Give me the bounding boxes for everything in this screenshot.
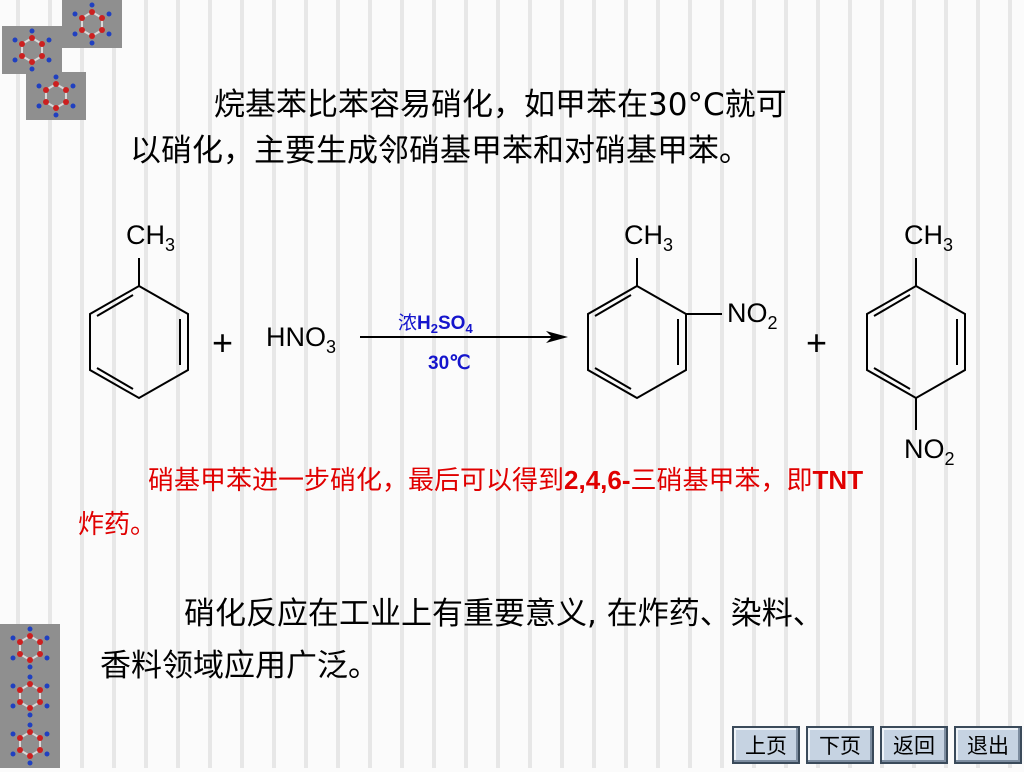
molecule-decoration-icon xyxy=(0,624,60,672)
ortho-product-no2-label: NO2 xyxy=(727,298,778,333)
para-nitrotoluene-ring xyxy=(866,258,966,430)
exit-button[interactable]: 退出 xyxy=(954,726,1022,764)
toluene-ch3-label: CH3 xyxy=(126,220,176,255)
molecule-decoration-icon xyxy=(62,0,122,48)
condition-temperature: 30℃ xyxy=(428,353,471,374)
prev-page-button[interactable]: 上页 xyxy=(732,726,800,764)
para-product-ch3-label: CH3 xyxy=(904,220,954,255)
molecule-decoration-icon xyxy=(26,72,86,120)
intro-line-2: 以硝化，主要生成邻硝基甲苯和对硝基甲苯。 xyxy=(130,133,750,169)
intro-line-1: 烷基苯比苯容易硝化，如甲苯在30°C就可 xyxy=(214,87,787,123)
application-line-1: 硝化反应在工业上有重要意义, 在炸药、染料、 xyxy=(184,596,824,632)
next-page-button[interactable]: 下页 xyxy=(806,726,874,764)
ortho-nitrotoluene-ring xyxy=(587,258,722,400)
tnt-note: 硝基甲苯进一步硝化，最后可以得到2,4,6-三硝基甲苯，即TNT炸药。 xyxy=(78,465,864,540)
molecule-decoration-icon xyxy=(0,720,60,768)
condition-sulfuric-acid: 浓H2SO4 xyxy=(398,312,473,336)
application-paragraph: 硝化反应在工业上有重要意义, 在炸药、染料、 香料领域应用广泛。 xyxy=(100,588,1000,692)
molecule-decoration-icon xyxy=(0,672,60,720)
ortho-product-ch3-label: CH3 xyxy=(624,220,674,255)
molecule-decoration-icon xyxy=(2,26,62,74)
slide-navigation: 上页 下页 返回 退出 xyxy=(732,726,1022,764)
plus-sign-2: + xyxy=(806,322,828,363)
intro-paragraph: 烷基苯比苯容易硝化，如甲苯在30°C就可 以硝化，主要生成邻硝基甲苯和对硝基甲苯… xyxy=(130,82,950,174)
back-button[interactable]: 返回 xyxy=(880,726,948,764)
para-product-no2-label: NO2 xyxy=(904,434,955,469)
plus-sign-1: + xyxy=(212,322,234,363)
reaction-arrow xyxy=(360,331,568,343)
application-line-2: 香料领域应用广泛。 xyxy=(100,648,379,684)
nitric-acid-label: HNO3 xyxy=(266,322,337,357)
toluene-ring xyxy=(89,258,189,400)
